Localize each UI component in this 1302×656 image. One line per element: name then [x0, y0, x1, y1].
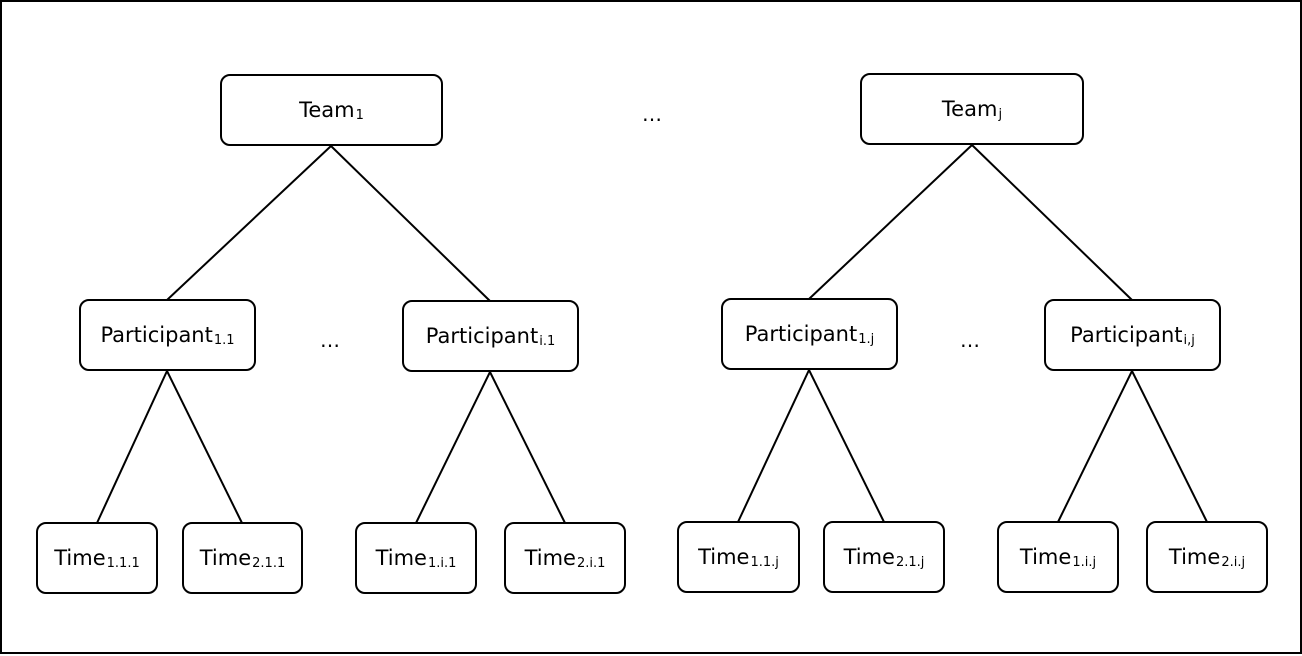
node-subscript: 1.1.1 — [106, 555, 140, 571]
node-label: Participant — [744, 322, 858, 346]
node-label: Time — [524, 546, 576, 570]
edge-participanti1-time1i1 — [415, 371, 491, 524]
node-label: Time — [54, 546, 106, 570]
node-subscript: 2.i.1 — [576, 555, 606, 571]
ellipsis-between-teams: … — [642, 102, 662, 126]
node-subscript: 1.i.j — [1072, 554, 1097, 570]
edge-team1-participant11 — [166, 145, 332, 301]
node-subscript: 1.i.1 — [427, 555, 457, 571]
node-subscript: 1.1.j — [750, 554, 779, 570]
node-label: Time — [199, 546, 252, 570]
node-subscript: i.1 — [539, 333, 556, 349]
node-label: Participant — [1070, 323, 1183, 347]
node-subscript: 1.1 — [213, 332, 235, 348]
node-label: Time — [1168, 545, 1221, 569]
ellipsis-between-participants-team1: … — [320, 328, 340, 352]
node-subscript: j — [998, 106, 1003, 122]
ellipsis-between-participants-teamj: … — [960, 328, 980, 352]
edge-participantij-time2ij — [1131, 370, 1208, 523]
node-subscript: 1.j — [858, 331, 875, 347]
node-label: Time — [1019, 545, 1072, 569]
edge-participant11-time111 — [96, 370, 168, 524]
node-label: Time — [375, 546, 427, 570]
node-subscript: 1 — [355, 107, 364, 123]
edge-teamj-participant1j — [808, 144, 973, 300]
node-label: Team — [941, 97, 998, 121]
edge-participantij-time1ij — [1057, 370, 1133, 523]
edge-participant1j-time11j — [737, 369, 810, 523]
node-label: Team — [299, 98, 355, 122]
edge-participanti1-time2i1 — [489, 371, 566, 524]
node-label: Participant — [425, 324, 539, 348]
edge-teamj-participantij — [971, 144, 1133, 301]
node-subscript: 2.1.1 — [252, 555, 286, 571]
node-subscript: 2.1.j — [895, 554, 925, 570]
node-label: Participant — [100, 323, 213, 347]
node-subscript: 2.i.j — [1221, 554, 1246, 570]
node-label: Time — [843, 545, 895, 569]
edge-participant11-time211 — [166, 370, 243, 524]
edge-participant1j-time21j — [808, 369, 885, 523]
node-subscript: i,j — [1183, 332, 1195, 348]
edge-team1-participanti1 — [330, 145, 491, 302]
node-label: Time — [698, 545, 750, 569]
